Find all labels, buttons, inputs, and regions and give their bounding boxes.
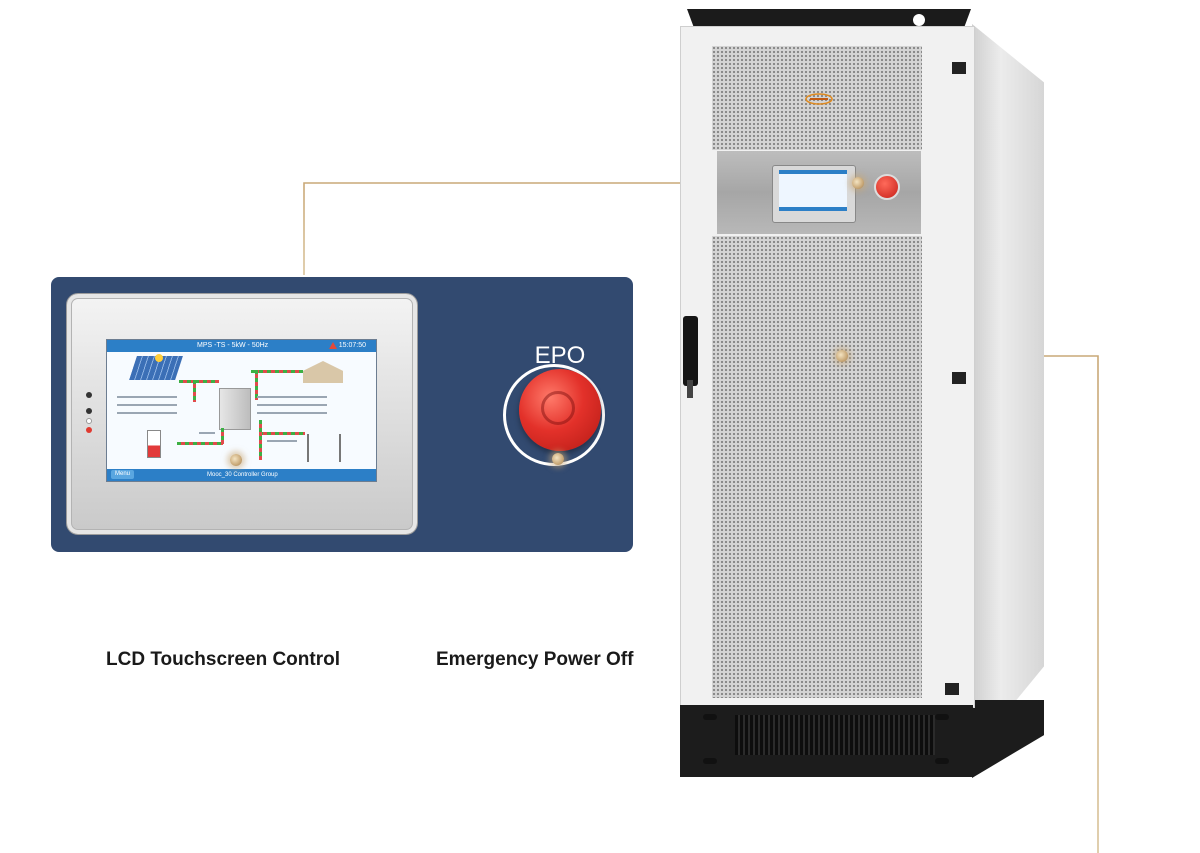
flow-line <box>259 420 262 460</box>
battery-icon <box>147 430 161 458</box>
flow-line <box>251 370 303 373</box>
flow-line <box>193 380 196 402</box>
inverter-icon <box>219 388 251 430</box>
rotate-arrows-icon <box>541 391 575 425</box>
hmi-reading <box>257 396 327 398</box>
brand-logo <box>804 92 834 106</box>
hmi-status-bar: Menu Mooc_30 Controller Group <box>107 469 376 481</box>
hmi-reading <box>267 440 297 442</box>
epo-ring <box>503 364 605 466</box>
hmi-reading <box>117 412 177 414</box>
door-hinge-icon <box>945 683 959 695</box>
base-vent <box>735 715 935 755</box>
flow-line <box>221 428 224 444</box>
lcd-callout-label: LCD Touchscreen Control <box>106 649 340 670</box>
cabinet-epo-button[interactable] <box>874 174 900 200</box>
status-led <box>86 427 92 433</box>
door-hinge-icon <box>952 62 966 74</box>
door-handle[interactable] <box>683 316 698 386</box>
hmi-menu-button[interactable]: Menu <box>111 470 135 479</box>
cabinet-touchscreen-display <box>779 170 847 211</box>
house-icon <box>303 361 343 383</box>
hotspot-dot[interactable] <box>836 350 848 362</box>
hotspot-dot[interactable] <box>552 453 564 465</box>
door-lock-icon <box>687 380 693 398</box>
cabinet-base-side <box>972 700 1044 778</box>
epo-label: EPO <box>534 342 586 369</box>
flow-line <box>259 432 305 435</box>
cabinet-foot <box>703 758 717 764</box>
sun-icon <box>155 354 163 362</box>
hmi-title: MPS -TS - 5kW - 50Hz <box>197 342 269 349</box>
hmi-reading <box>257 412 327 414</box>
flow-line <box>179 380 219 383</box>
door-hinge-icon <box>952 372 966 384</box>
warning-icon[interactable] <box>329 342 337 349</box>
hmi-reading <box>199 432 215 434</box>
hmi-title-bar: MPS -TS - 5kW - 50Hz 15:07:50 <box>107 340 376 352</box>
hmi-clock: 15:07:50 <box>338 342 366 349</box>
cabinet-foot <box>935 714 949 720</box>
flow-line <box>255 370 258 400</box>
status-led <box>86 392 92 398</box>
status-led <box>86 408 92 414</box>
hmi-reading <box>257 404 327 406</box>
cabinet-foot <box>703 714 717 720</box>
door-vent-lower <box>712 236 922 698</box>
lifting-hole-right <box>913 14 925 26</box>
cabinet-side-panel <box>972 24 1044 754</box>
hmi-reading <box>117 396 177 398</box>
hmi-reading <box>117 404 177 406</box>
hotspot-dot[interactable] <box>230 454 242 466</box>
flow-line <box>177 442 223 445</box>
hotspot-dot[interactable] <box>852 177 864 189</box>
status-led <box>86 418 92 424</box>
power-grid-icon <box>307 434 341 462</box>
epo-callout-label: Emergency Power Off <box>436 649 634 670</box>
cabinet-foot <box>935 758 949 764</box>
hmi-footer: Mooc_30 Controller Group <box>207 472 278 478</box>
